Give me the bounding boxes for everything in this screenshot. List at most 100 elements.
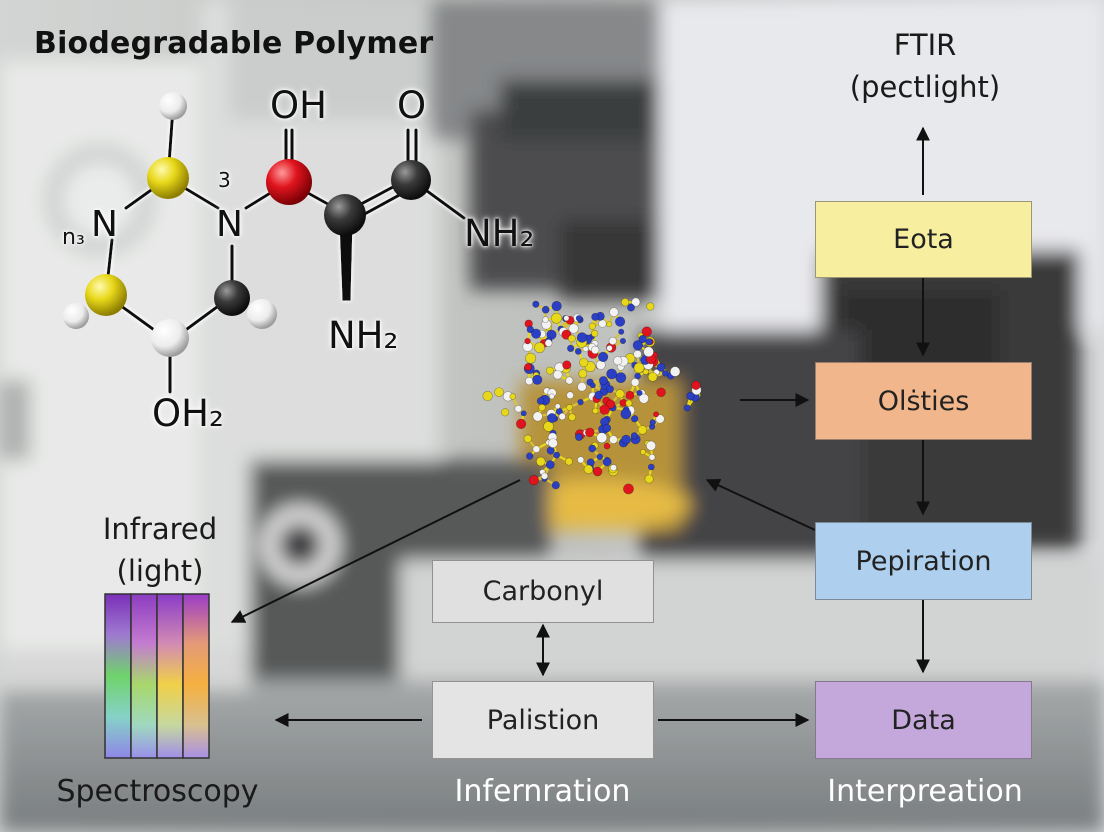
- cluster-atom: [514, 404, 523, 413]
- cluster-atom: [525, 352, 537, 364]
- cluster-atom: [618, 328, 625, 335]
- cluster-atom: [615, 389, 625, 399]
- cluster-atom: [653, 411, 659, 418]
- cluster-atom: [621, 434, 631, 445]
- cluster-atom: [630, 378, 640, 387]
- carbon-atom: [324, 194, 366, 236]
- pepiration-box: Pepiration: [815, 522, 1032, 600]
- cluster-atom: [575, 315, 583, 322]
- cluster-atom: [538, 403, 546, 412]
- cluster-atom: [494, 387, 504, 398]
- cluster-atom: [619, 337, 627, 345]
- cluster-atom: [613, 356, 623, 366]
- cluster-atom: [567, 344, 575, 353]
- cluster-atom: [645, 338, 653, 346]
- cluster-atom: [646, 302, 655, 311]
- cluster-atom: [632, 340, 644, 351]
- cluster-atom: [551, 312, 562, 324]
- cluster-atom: [646, 440, 657, 451]
- cluster-atom: [545, 366, 554, 375]
- cluster-atom: [609, 307, 619, 317]
- cluster-atom: [606, 399, 616, 409]
- spectrum-band: [104, 593, 132, 759]
- cluster-atom: [577, 456, 585, 464]
- cluster-atom: [596, 453, 604, 461]
- cluster-atom: [555, 407, 563, 415]
- cluster-atom: [606, 385, 615, 394]
- cluster-atom: [590, 345, 600, 355]
- cluster-atom: [643, 346, 654, 358]
- hydrogen-atom: [151, 319, 189, 357]
- cluster-atom: [620, 408, 632, 420]
- cluster-atom: [602, 423, 612, 433]
- cluster-atom: [606, 321, 613, 328]
- cluster-atom: [566, 391, 574, 400]
- cluster-atom: [536, 456, 546, 467]
- cluster-atom: [625, 399, 633, 407]
- oh-label: OH: [270, 84, 327, 127]
- bond: [244, 190, 274, 210]
- cluster-atom: [598, 376, 608, 386]
- cluster-atom: [602, 457, 612, 467]
- cluster-atom: [564, 457, 573, 466]
- cluster-atom: [608, 336, 617, 346]
- cluster-atom: [633, 349, 642, 359]
- cluster-atom: [647, 463, 655, 471]
- cluster-atom: [633, 362, 645, 374]
- carbon-atom: [214, 280, 250, 316]
- cluster-atom: [669, 366, 681, 377]
- cluster-atom: [589, 382, 596, 389]
- cluster-atom: [636, 389, 643, 397]
- cluster-atom: [532, 445, 541, 453]
- oxygen-label: O: [397, 84, 427, 127]
- ftir-sublabel: (pectlight): [849, 70, 1001, 104]
- olsties-box: Olṡties: [815, 362, 1032, 440]
- cluster-atom: [579, 357, 589, 368]
- oxygen-atom: [266, 159, 312, 205]
- cluster-atom: [577, 382, 587, 392]
- sulfur-atom: [85, 274, 127, 316]
- cluster-atom: [516, 418, 527, 429]
- cluster-atom: [548, 438, 558, 449]
- cluster-atom: [631, 297, 641, 307]
- cluster-atom: [649, 419, 656, 426]
- carbon-atom: [391, 160, 431, 200]
- light-label: (light): [116, 554, 204, 588]
- cluster-atom: [630, 415, 639, 423]
- cluster-atom: [648, 453, 656, 461]
- cluster-atom: [606, 368, 618, 380]
- cluster-atom: [541, 472, 549, 480]
- cluster-atom: [566, 404, 573, 411]
- sulfur-atom: [147, 157, 189, 199]
- data-box: Data: [815, 681, 1032, 759]
- cluster-atom: [551, 481, 560, 490]
- cluster-atom: [562, 360, 572, 370]
- arrow-pepiration-to-cluster: [705, 478, 816, 531]
- cluster-atom: [565, 376, 574, 385]
- cluster-atom: [520, 410, 527, 417]
- cluster-atom: [568, 413, 576, 422]
- cluster-atom: [554, 403, 561, 410]
- cluster-atom: [638, 393, 649, 404]
- cluster-atom: [625, 390, 635, 400]
- nh2-bottom-label: NH₂: [328, 314, 399, 357]
- cluster-atom: [606, 344, 613, 352]
- cluster-atom: [644, 474, 654, 484]
- cluster-atom: [543, 421, 554, 432]
- cluster-atom: [541, 305, 550, 314]
- cluster-atom: [655, 414, 665, 424]
- ftir-label: FTIR: [893, 28, 957, 62]
- cluster-atom: [542, 316, 549, 323]
- cluster-atom: [640, 449, 646, 455]
- cluster-atom: [526, 325, 535, 334]
- cluster-atom: [585, 427, 595, 438]
- cluster-atom: [641, 326, 652, 337]
- cluster-atom: [553, 451, 561, 459]
- cluster-atom: [597, 351, 609, 363]
- cluster-atom: [596, 432, 608, 444]
- cluster-atom: [532, 300, 540, 308]
- cluster-atom: [524, 363, 532, 371]
- cluster-atom: [637, 425, 648, 435]
